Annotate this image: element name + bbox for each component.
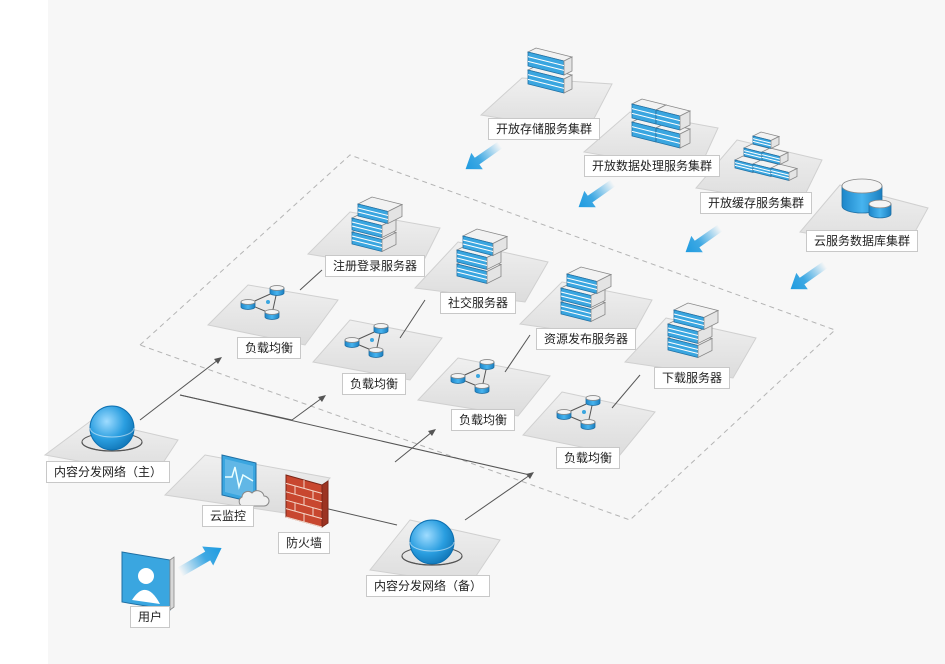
background-band (48, 0, 945, 664)
user-label: 用户 (130, 606, 171, 628)
server-icon-social (455, 228, 509, 285)
storage-cluster-icon (526, 47, 574, 94)
user-icon (121, 551, 175, 611)
server-label-social: 社交服务器 (440, 292, 517, 314)
lb-icon-2 (344, 323, 389, 358)
arrow-user (177, 546, 222, 577)
data-processing-cluster-icon (630, 98, 692, 149)
server-icon-login (350, 196, 404, 253)
line-cdn-to-lb1 (139, 359, 219, 421)
lb-label-3: 负载均衡 (451, 409, 516, 431)
line-lb2-to-s2 (399, 299, 426, 339)
server-icon-publish (559, 266, 613, 323)
line-cdn-backup-to-lb4 (464, 474, 531, 521)
lb-icon-1 (240, 285, 285, 320)
lb-label-1: 负载均衡 (237, 337, 302, 359)
line-to-lb3 (394, 431, 433, 463)
arrow-storage (465, 141, 503, 170)
icons (81, 47, 892, 611)
line-lb4-to-s4 (611, 374, 641, 409)
lb-icon-4 (556, 395, 601, 430)
connections (139, 269, 641, 526)
connection-arrowheads (214, 357, 534, 479)
lb-label-4: 负载均衡 (556, 447, 621, 469)
arrow-cache (685, 224, 723, 253)
server-label-publish: 资源发布服务器 (536, 328, 637, 350)
globe-icon-main (81, 405, 143, 452)
server-icon-download (666, 302, 720, 359)
cluster-label-cache: 开放缓存服务集群 (700, 192, 813, 214)
arrow-db (790, 261, 828, 290)
lb-icon-3 (450, 359, 495, 394)
firewall-icon (285, 474, 329, 528)
database-cluster-icon (841, 178, 892, 219)
server-label-login: 注册登录服务器 (325, 255, 426, 277)
cluster-label-storage: 开放存储服务集群 (488, 118, 601, 140)
cluster-label-db: 云服务数据库集群 (806, 230, 919, 252)
cache-cluster-icon (733, 131, 799, 182)
lb-label-2: 负载均衡 (342, 373, 407, 395)
globe-icon-backup (401, 519, 463, 566)
cloud-zone-boundary (139, 154, 836, 521)
line-lb3-to-s3 (504, 334, 531, 373)
cdn-backup-label: 内容分发网络（备） (366, 575, 491, 597)
arrow-data (578, 179, 616, 208)
flow-arrows (177, 141, 828, 577)
cdn-main-label: 内容分发网络（主） (46, 461, 171, 483)
server-label-download: 下载服务器 (654, 367, 731, 389)
line-lb1-to-s1 (299, 269, 323, 291)
monitor-icon (221, 454, 270, 507)
monitor-label: 云监控 (202, 505, 255, 527)
line-to-lb2 (179, 394, 323, 421)
cluster-label-data: 开放数据处理服务集群 (584, 155, 721, 177)
firewall-label: 防火墙 (278, 532, 331, 554)
